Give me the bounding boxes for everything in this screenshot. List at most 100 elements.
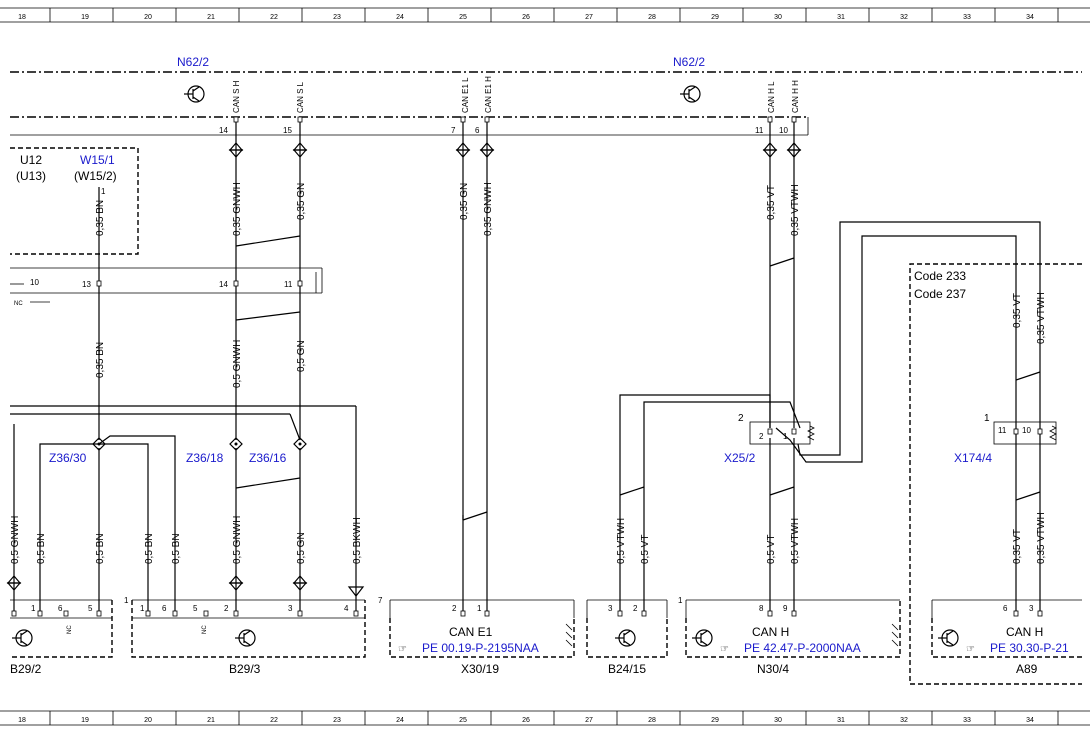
wire-label: 0,35 VT <box>1012 293 1023 328</box>
grid-label: 29 <box>711 14 719 21</box>
pin-number: 3 <box>1029 604 1034 613</box>
pin-number: 3 <box>608 604 613 613</box>
grid-label: 34 <box>1026 717 1034 724</box>
pin-number: 1 <box>124 596 129 605</box>
pin-contact <box>484 610 490 617</box>
w15-2-label: (W15/2) <box>74 169 117 183</box>
n62-right-label: N62/2 <box>673 55 705 69</box>
pin-contact <box>96 610 102 617</box>
wire-label: 0,35 VT <box>1012 529 1023 564</box>
wire-label: 0,35 GNWH <box>232 182 243 236</box>
pin-number: 2 <box>452 604 457 613</box>
grid-label: 33 <box>963 717 971 724</box>
grid-label: 26 <box>522 14 530 21</box>
x25-2-label: X25/2 <box>724 451 756 465</box>
pin-contact <box>791 610 797 617</box>
pin-contact <box>233 610 239 617</box>
pin-number: 11 <box>755 126 764 135</box>
pin-number: 6 <box>1003 604 1008 613</box>
ref-link[interactable]: PE 00.19-P-2195NAA <box>422 641 539 655</box>
grid-label: 28 <box>648 717 656 724</box>
b24-15-label: B24/15 <box>608 662 646 676</box>
can-h-label: CAN H <box>1006 625 1043 639</box>
pin-number: 15 <box>283 126 292 135</box>
pin-number: 10 <box>779 126 788 135</box>
wire-label: 0,5 BN <box>36 533 47 564</box>
grid-label: 30 <box>774 14 782 21</box>
pin-contact <box>791 428 797 435</box>
pin-contact <box>297 610 303 617</box>
wire-label: 0,35 GN <box>459 183 470 220</box>
pin-contact <box>484 116 490 123</box>
grid-label: 20 <box>144 14 152 21</box>
component-x30-19: 7 2 1 CAN E1 ☞ PE 00.19-P-2195NAA X30/19 <box>378 596 575 676</box>
pin-label: CAN S H <box>232 80 241 113</box>
transistor-icon <box>184 85 205 103</box>
component-n30-4: 1 8 9 CAN H ☞ PE 42.47-P-2000NAA N30/4 <box>678 596 901 676</box>
pin-label: CAN E1 L <box>461 77 470 113</box>
pin-number: 2 <box>633 604 638 613</box>
pin-contact <box>1037 428 1043 435</box>
transistor-icon <box>235 629 256 647</box>
connector-markers <box>6 142 802 597</box>
pin-number: 11 <box>998 426 1007 435</box>
pin-number: 6 <box>162 604 167 613</box>
b29-2-label: B29/2 <box>10 662 42 676</box>
grid-label: 22 <box>270 717 278 724</box>
pin-number: 9 <box>783 604 788 613</box>
grid-label: 20 <box>144 717 152 724</box>
transistor-icon <box>615 629 636 647</box>
transistor-icon <box>12 629 33 647</box>
pin-number: 10 <box>30 278 39 287</box>
pin-number: 7 <box>451 126 456 135</box>
pin-number: 5 <box>88 604 93 613</box>
wire-label: 0,35 VTWH <box>790 184 801 236</box>
splice-z36-18 <box>229 437 243 451</box>
pin-number: 1 <box>783 432 788 441</box>
b29-3-label: B29/3 <box>229 662 261 676</box>
pin-contact <box>233 280 239 287</box>
wire-label: 0,35 VTWH <box>1036 292 1047 344</box>
pin-number: 3 <box>288 604 293 613</box>
can-h-label: CAN H <box>752 625 789 639</box>
grid-label: 32 <box>900 717 908 724</box>
grid-label: 28 <box>648 14 656 21</box>
grid-label: 19 <box>81 717 89 724</box>
pin-number: 1 <box>31 604 36 613</box>
pin-number: 6 <box>475 126 480 135</box>
wire-label: 0,35 BN <box>95 342 106 378</box>
pin-number: 10 <box>1022 426 1031 435</box>
grid-label: 18 <box>18 14 26 21</box>
n30-4-label: N30/4 <box>757 662 789 676</box>
ref-link[interactable]: PE 42.47-P-2000NAA <box>744 641 861 655</box>
wire-label: 0,5 GNWH <box>10 516 21 564</box>
pin-contact <box>353 610 359 617</box>
n62-left-label: N62/2 <box>177 55 209 69</box>
pin-contact <box>641 610 647 617</box>
z36-16-label: Z36/16 <box>249 451 287 465</box>
component-b24-15: 3 2 B24/15 <box>586 599 668 676</box>
wire-label: 0,35 VT <box>766 185 777 220</box>
wire-label: 0,5 BKWH <box>352 517 363 564</box>
pin-contact <box>233 116 239 123</box>
ref-link[interactable]: PE 30.30-P-21 <box>990 641 1069 655</box>
transistor-icon <box>692 629 713 647</box>
pin-contact <box>145 610 151 617</box>
nc-label: NC <box>14 301 23 307</box>
splice-z36-30 <box>92 437 106 451</box>
wire-label: 0,5 BN <box>144 533 155 564</box>
grid-label: 21 <box>207 717 215 724</box>
nc-label: NC <box>202 625 208 634</box>
pin-number: 13 <box>82 280 91 289</box>
connector-marker <box>347 586 365 597</box>
wire-label: 0,5 BN <box>95 533 106 564</box>
pin-contact <box>460 610 466 617</box>
hand-pointer-icon: ☞ <box>720 644 729 655</box>
transistor-icon <box>938 629 959 647</box>
component-b29-2: 1 6 NC 5 B29/2 <box>10 599 113 676</box>
pin-number: 14 <box>219 126 228 135</box>
grid-label: 34 <box>1026 14 1034 21</box>
nc-label: NC <box>67 625 73 634</box>
wire-label: 0,35 GNWH <box>483 182 494 236</box>
